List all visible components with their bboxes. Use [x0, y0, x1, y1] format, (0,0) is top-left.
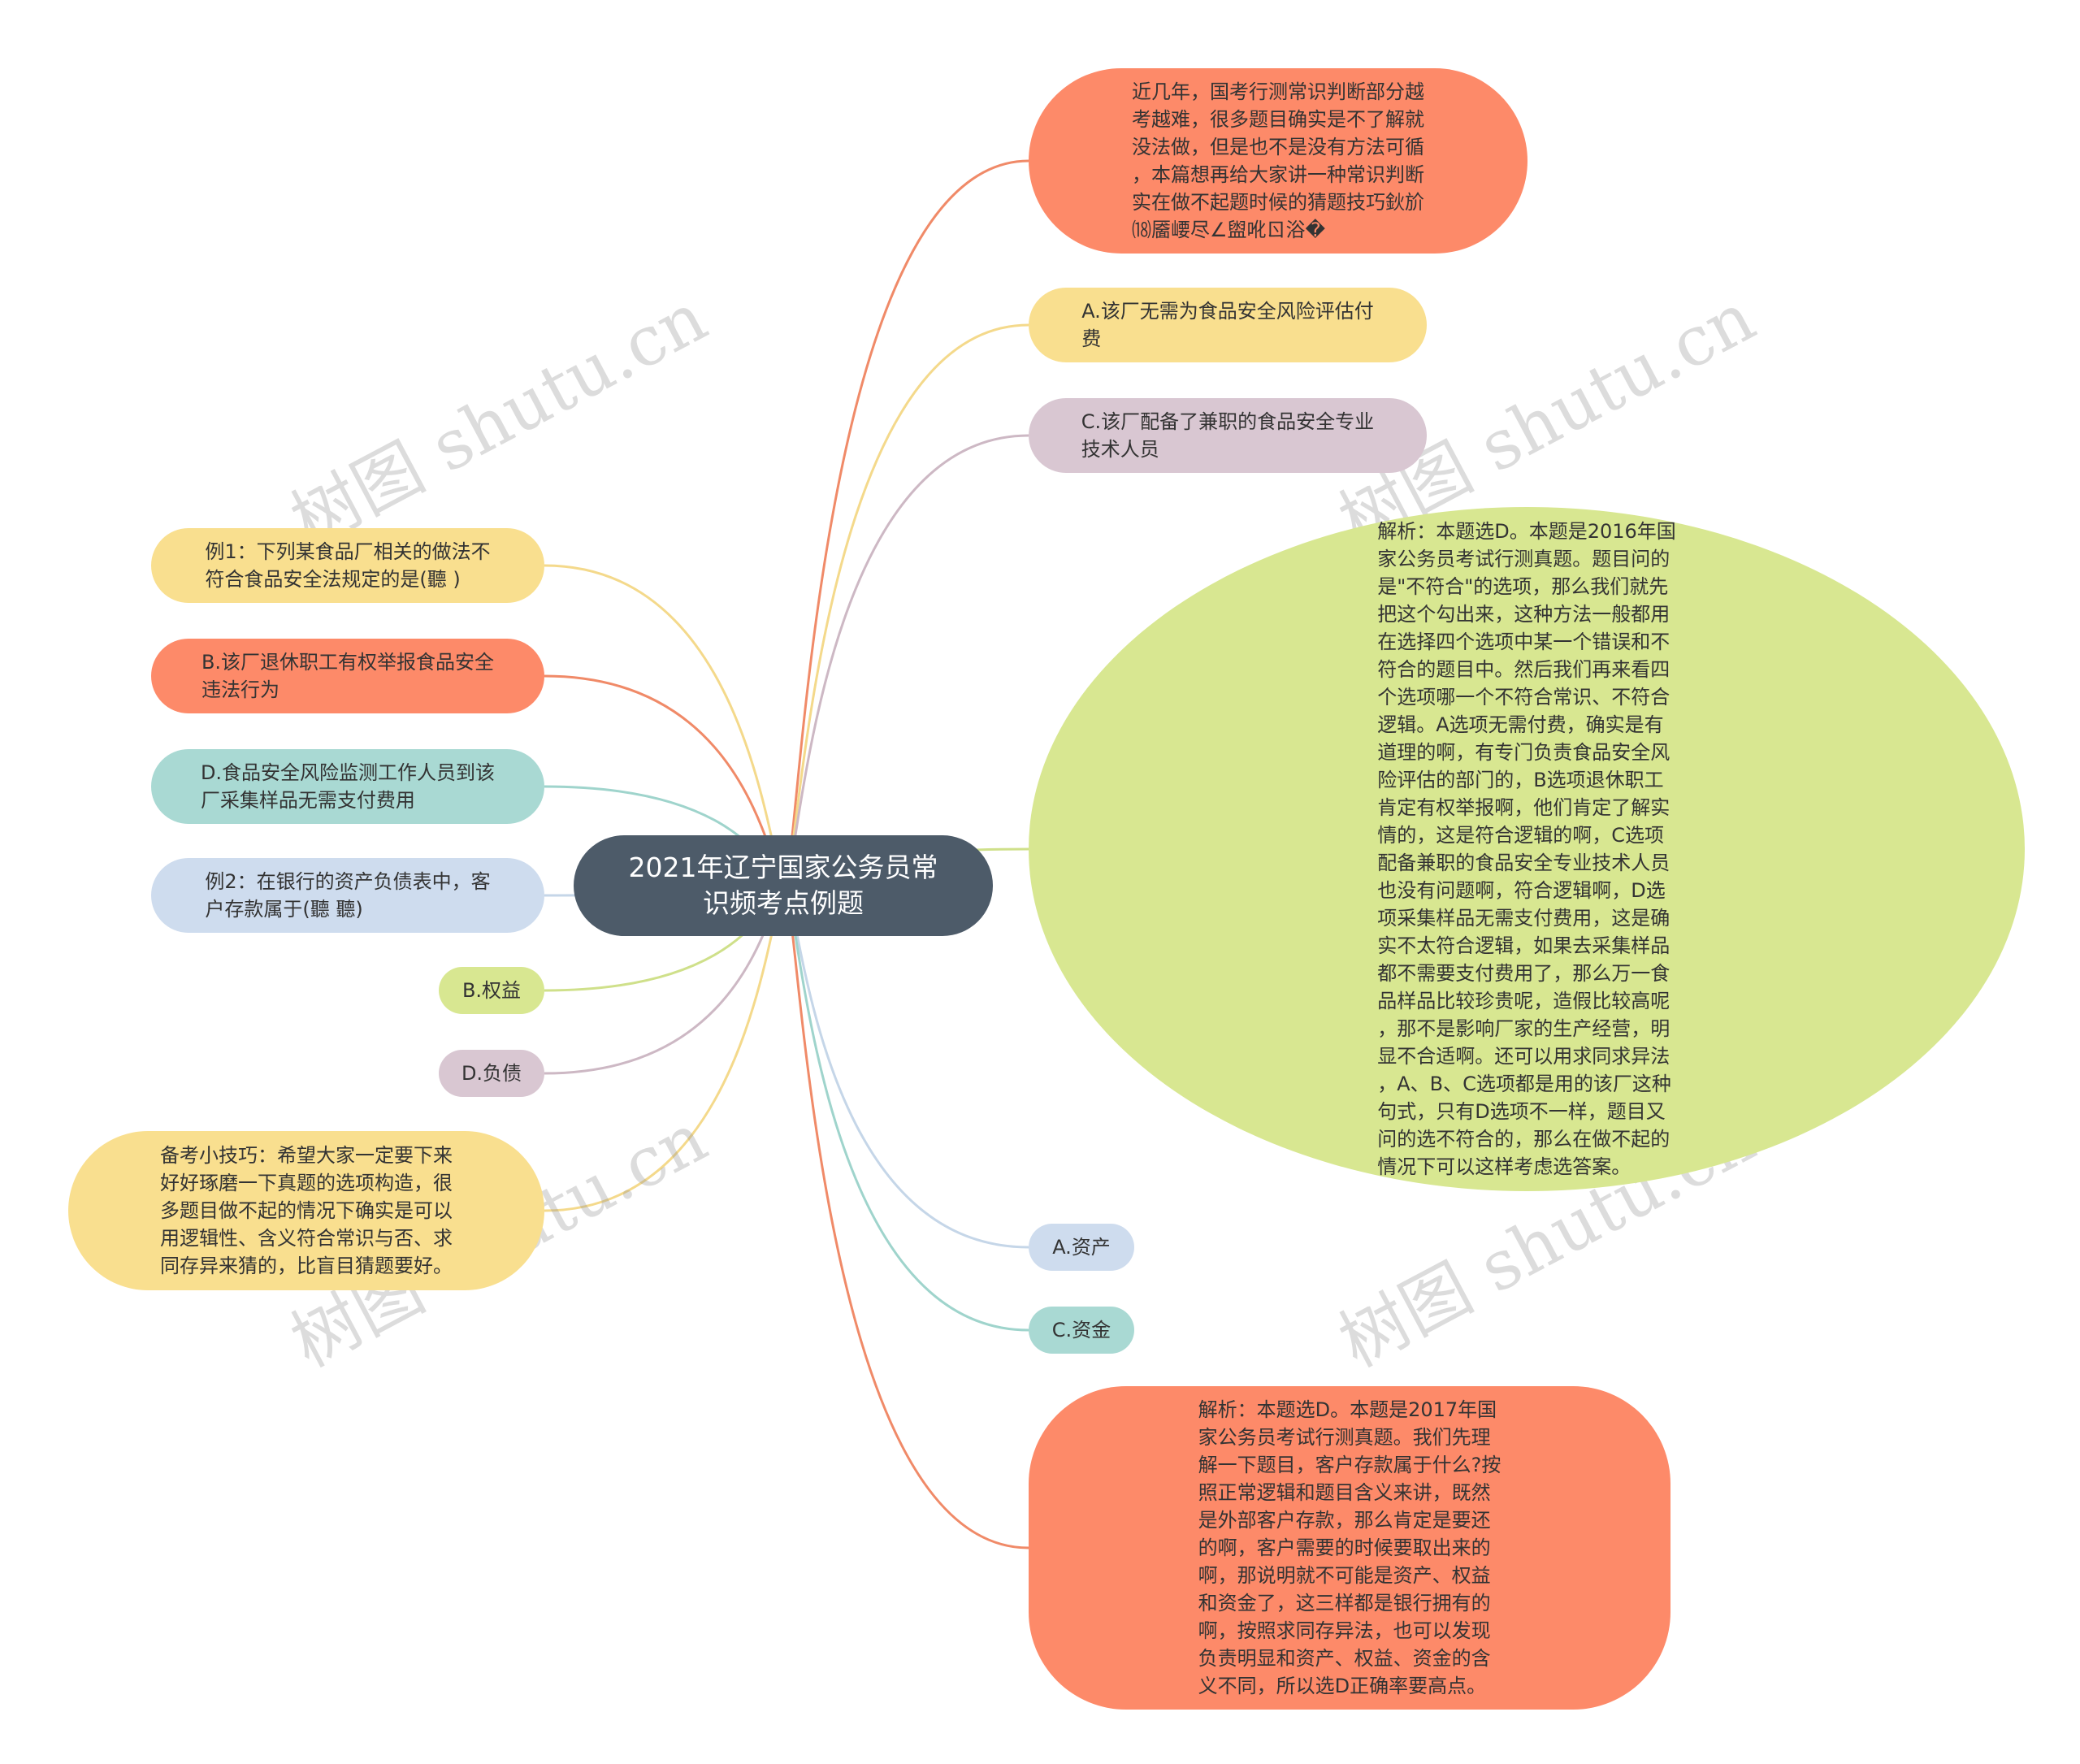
option-b-report-node[interactable]: B.该厂退休职工有权举报食品安全 违法行为 [151, 639, 544, 713]
option-b-equity-node[interactable]: B.权益 [439, 967, 544, 1014]
option-c-funds-node[interactable]: C.资金 [1029, 1307, 1134, 1354]
example-1-text: 例1：下列某食品厂相关的做法不 符合食品安全法规定的是(聽 ) [205, 540, 491, 591]
intro-text: 近几年，国考行测常识判断部分越 考越难，很多题目确实是不了解就 没法做，但是也不… [1132, 80, 1424, 241]
option-c-staff-text: C.该厂配备了兼职的食品安全专业 技术人员 [1081, 410, 1375, 461]
connector-option-c-staff-node [783, 434, 1029, 886]
example-1-node[interactable]: 例1：下列某食品厂相关的做法不 符合食品安全法规定的是(聽 ) [151, 528, 544, 603]
example-2-text: 例2：在银行的资产负债表中，客 户存款属于(聽 聽) [205, 870, 491, 921]
option-a-assets-node[interactable]: A.资产 [1029, 1224, 1134, 1271]
study-tip-text: 备考小技巧：希望大家一定要下来 好好琢磨一下真题的选项构造，很 多题目做不起的情… [160, 1144, 453, 1277]
option-d-liability-node[interactable]: D.负债 [439, 1050, 544, 1097]
option-b-report-text: B.该厂退休职工有权举报食品安全 违法行为 [201, 651, 495, 701]
analysis-2017-text: 解析：本题选D。本题是2017年国 家公务员考试行测真题。我们先理 解一下题目，… [1198, 1398, 1502, 1697]
option-d-sampling-node[interactable]: D.食品安全风险监测工作人员到该 厂采集样品无需支付费用 [151, 749, 544, 824]
intro-node[interactable]: 近几年，国考行测常识判断部分越 考越难，很多题目确实是不了解就 没法做，但是也不… [1029, 68, 1528, 254]
central-topic-label: 2021年辽宁国家公务员常 识频考点例题 [628, 852, 938, 919]
option-c-funds-text: C.资金 [1051, 1319, 1112, 1341]
connector-intro-node [783, 159, 1029, 886]
option-b-equity-text: B.权益 [462, 979, 522, 1002]
option-d-liability-text: D.负债 [461, 1062, 522, 1085]
analysis-2016-node[interactable]: 解析：本题选D。本题是2016年国 家公务员考试行测真题。题目问的 是"不符合"… [1029, 507, 2025, 1191]
option-a-fee-text: A.该厂无需为食品安全风险评估付 费 [1081, 300, 1374, 350]
central-topic[interactable]: 2021年辽宁国家公务员常 识频考点例题 [574, 835, 993, 936]
connector-option-a-fee-node [783, 323, 1029, 886]
analysis-2017-node[interactable]: 解析：本题选D。本题是2017年国 家公务员考试行测真题。我们先理 解一下题目，… [1029, 1386, 1670, 1710]
connector-analysis-2017-node [783, 885, 1029, 1549]
analysis-2016-text: 解析：本题选D。本题是2016年国 家公务员考试行测真题。题目问的 是"不符合"… [1377, 520, 1676, 1178]
study-tip-node[interactable]: 备考小技巧：希望大家一定要下来 好好琢磨一下真题的选项构造，很 多题目做不起的情… [68, 1131, 544, 1290]
option-a-assets-text: A.资产 [1052, 1236, 1111, 1259]
connector-option-c-funds-node [783, 885, 1029, 1332]
example-2-node[interactable]: 例2：在银行的资产负债表中，客 户存款属于(聽 聽) [151, 858, 544, 933]
option-d-sampling-text: D.食品安全风险监测工作人员到该 厂采集样品无需支付费用 [200, 761, 496, 812]
option-c-staff-node[interactable]: C.该厂配备了兼职的食品安全专业 技术人员 [1029, 398, 1427, 473]
option-a-fee-node[interactable]: A.该厂无需为食品安全风险评估付 费 [1029, 288, 1427, 362]
